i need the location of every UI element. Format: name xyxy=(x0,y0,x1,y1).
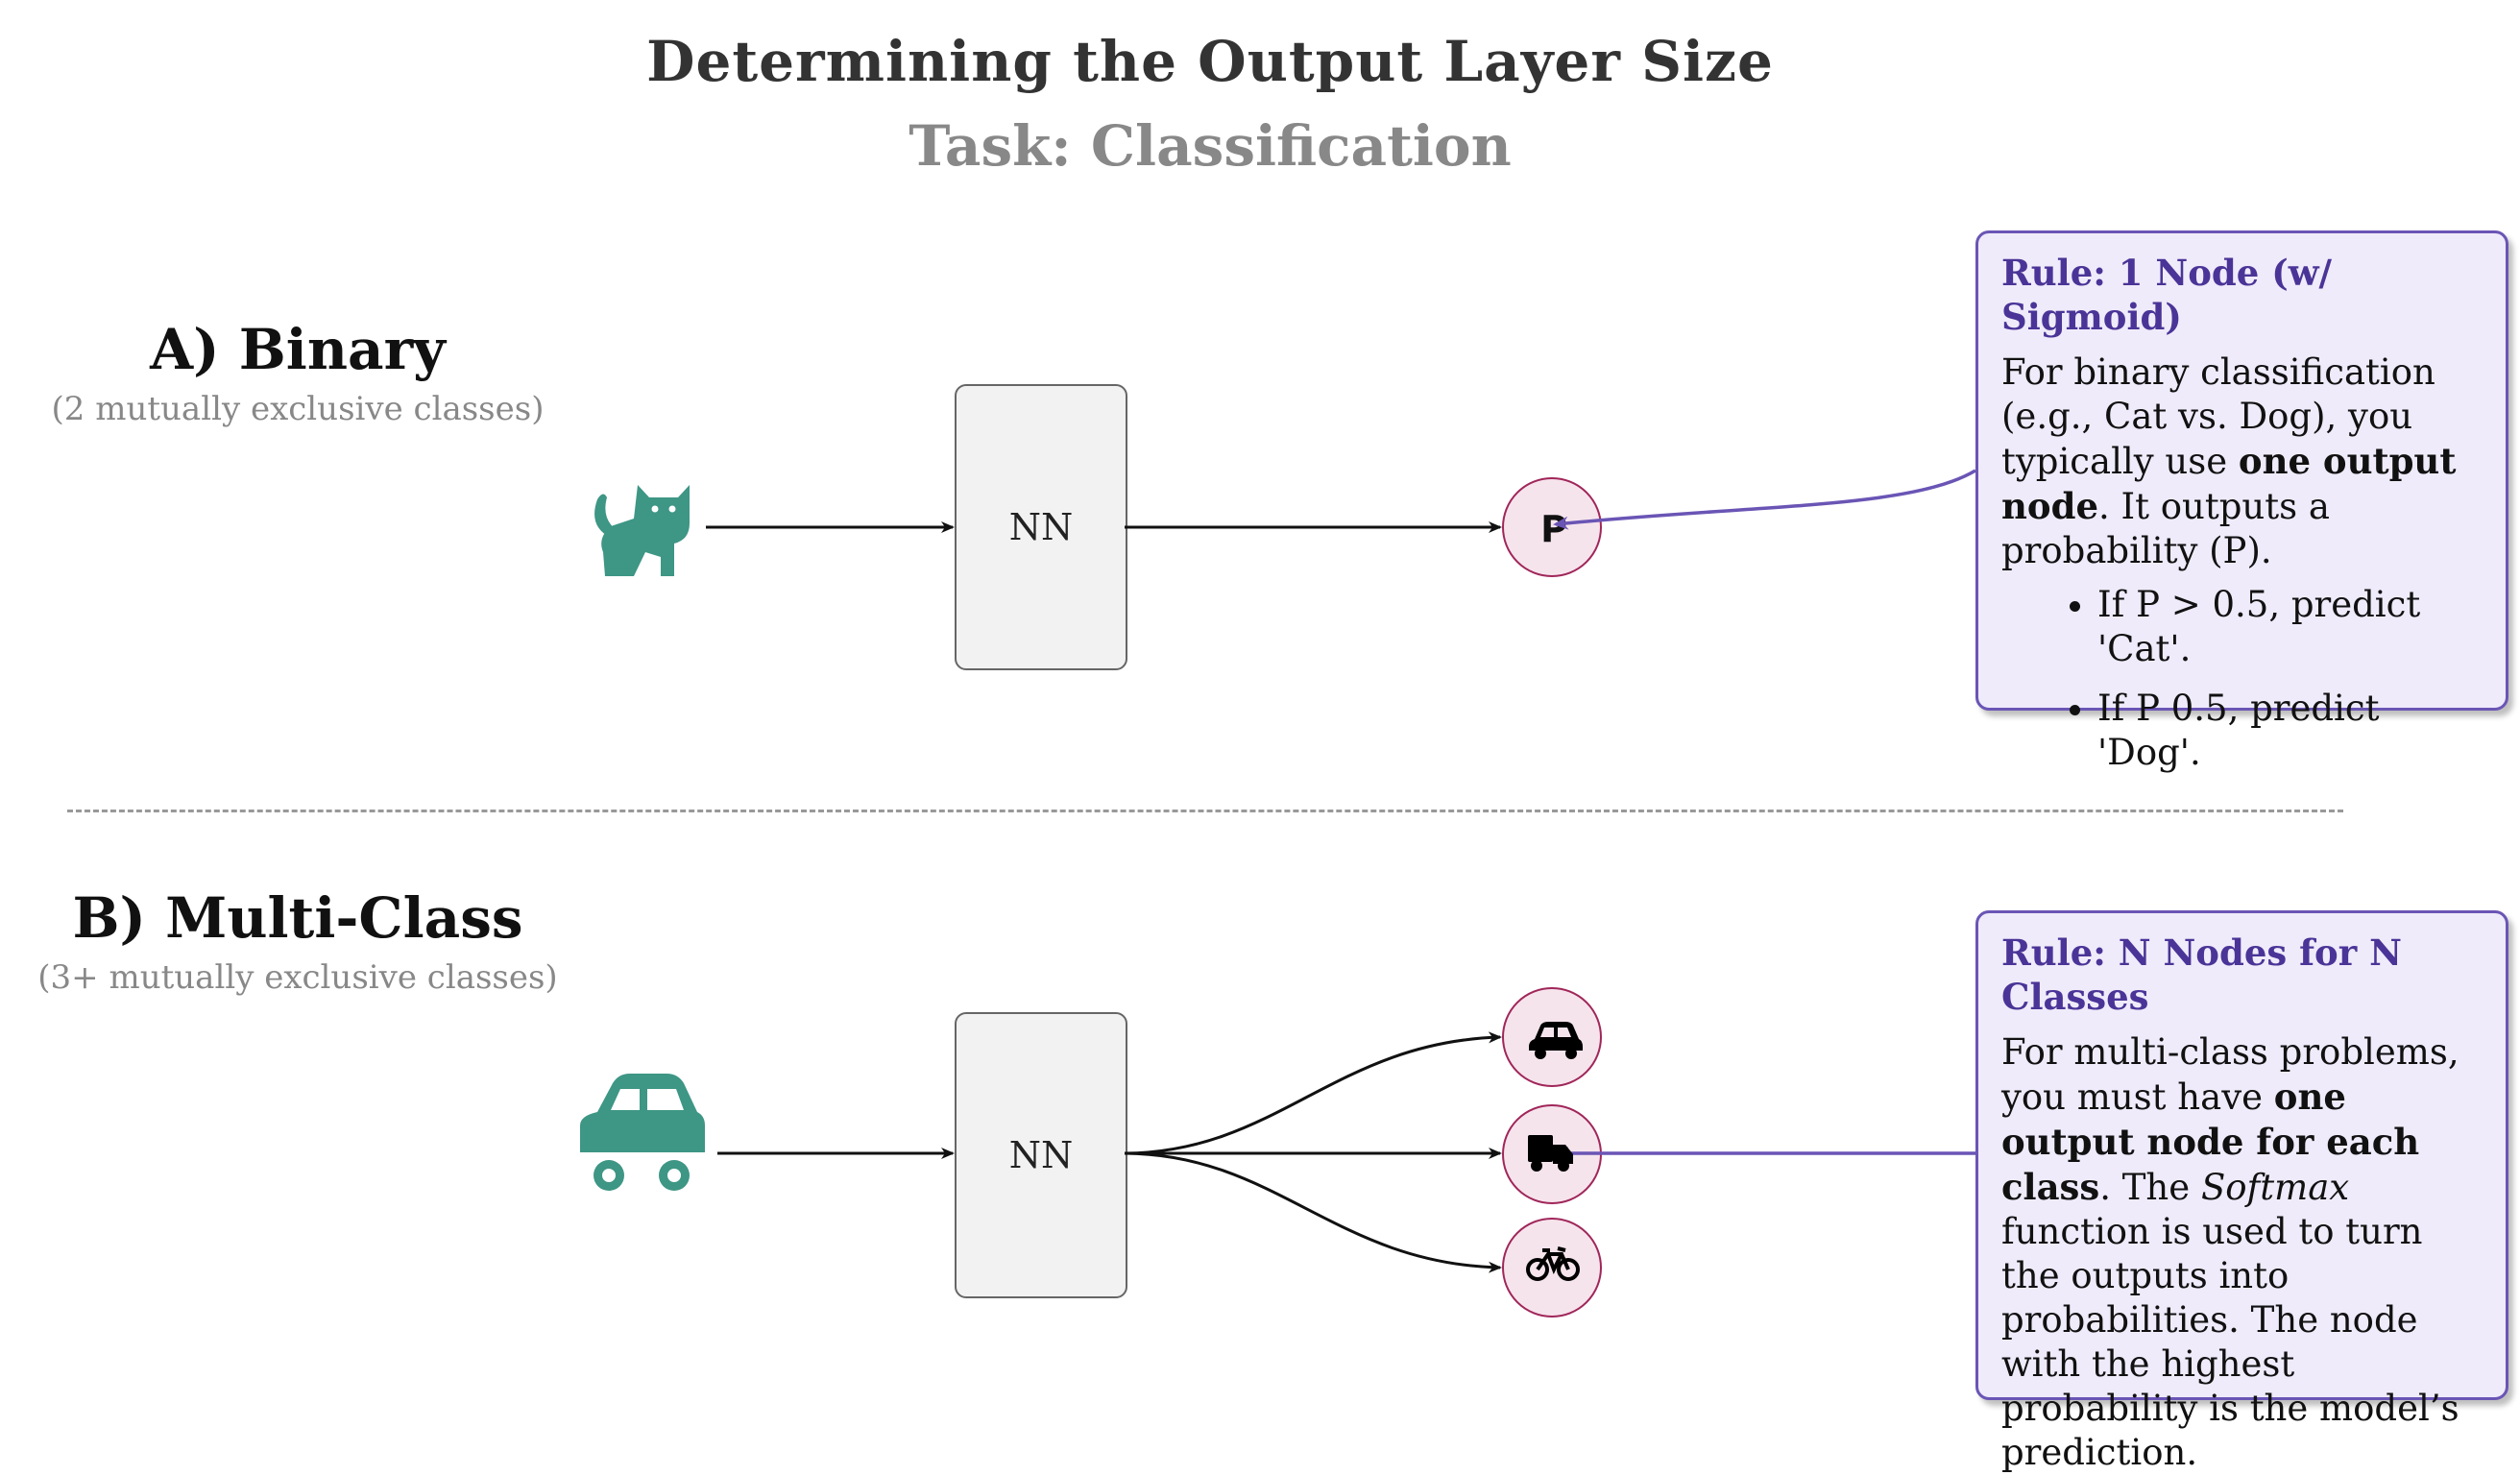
page-subtitle: Task: Classification xyxy=(909,113,1512,179)
binary-section-subtitle: (2 mutually exclusive classes) xyxy=(51,390,545,428)
multiclass-nn-label: NN xyxy=(1008,1134,1074,1176)
multiclass-rule-title: Rule: N Nodes for N Classes xyxy=(2001,931,2402,1018)
binary-rule-text-1: For binary classification (e.g., Cat vs.… xyxy=(2001,351,2435,482)
multiclass-rule-text-italic: Softmax xyxy=(2200,1167,2350,1208)
multiclass-section-title: B) Multi-Class xyxy=(72,885,523,951)
output-truck-icon xyxy=(1528,1135,1573,1172)
binary-rule-bullet: If P > 0.5, predict 'Cat'. xyxy=(2097,583,2483,671)
binary-rule-text-bold: one output node xyxy=(2001,440,2457,527)
multiclass-rule-text-1: For multi-class problems, you must have xyxy=(2001,1031,2459,1118)
section-divider xyxy=(67,810,2343,812)
multiclass-section-subtitle: (3+ mutually exclusive classes) xyxy=(37,958,558,997)
output-bicycle-icon xyxy=(1526,1246,1580,1281)
multiclass-rule-text-2: . The xyxy=(2099,1167,2201,1208)
binary-rule-text-2: . It outputs a probability (P). xyxy=(2001,486,2330,571)
car-icon xyxy=(580,1074,705,1191)
binary-rule-bullet: If P 0.5, predict 'Dog'. xyxy=(2097,687,2483,775)
multiclass-rule-text-bold: one output node for each class xyxy=(2001,1076,2420,1208)
binary-rule-bullets: If P > 0.5, predict 'Cat'. If P 0.5, pre… xyxy=(2001,583,2483,775)
binary-rule-body: For binary classification (e.g., Cat vs.… xyxy=(2001,351,2483,775)
output-car-icon xyxy=(1529,1022,1583,1059)
multiclass-output-node-bicycle xyxy=(1502,1218,1602,1318)
binary-rule-box: Rule: 1 Node (w/ Sigmoid) For binary cla… xyxy=(1975,230,2508,773)
binary-nn-box: NN xyxy=(955,384,1127,670)
page-title: Determining the Output Layer Size xyxy=(646,29,1774,94)
cat-icon xyxy=(594,485,690,576)
binary-section-title: A) Binary xyxy=(150,317,446,382)
diagram-arrows xyxy=(580,469,1976,1281)
multiclass-nn-box: NN xyxy=(955,1012,1127,1298)
binary-rule-title: Rule: 1 Node (w/ Sigmoid) xyxy=(2001,252,2333,338)
binary-nn-label: NN xyxy=(1008,506,1074,548)
multiclass-rule-box: Rule: N Nodes for N Classes For multi-cl… xyxy=(1975,910,2508,1473)
